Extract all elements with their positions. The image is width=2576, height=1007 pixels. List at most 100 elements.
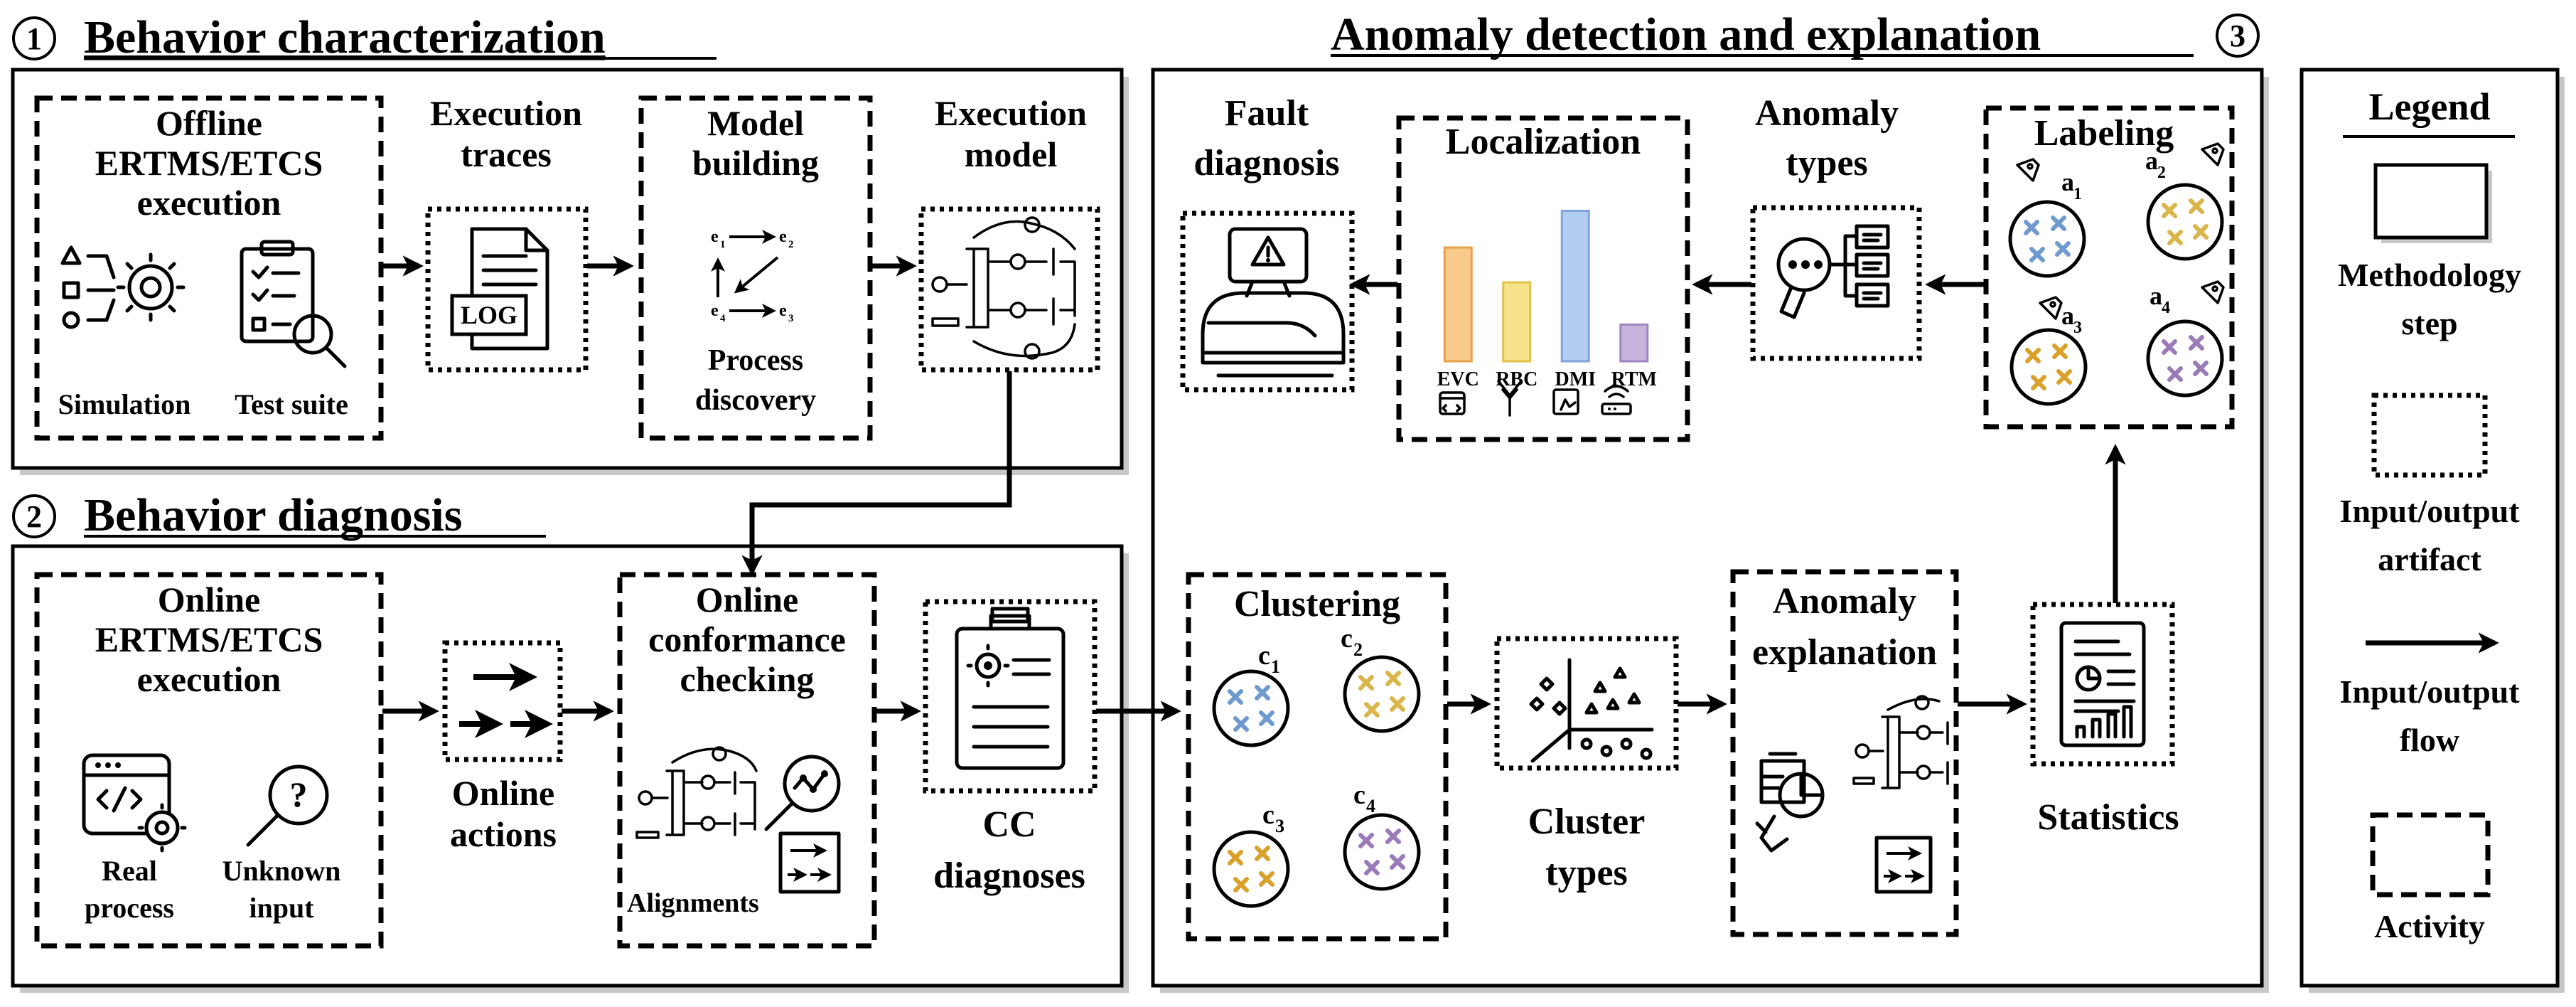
cluster-point — [1385, 828, 1401, 844]
svg-text:process: process — [85, 892, 174, 924]
legend: Legend Methodology step Input/output art… — [2338, 85, 2521, 944]
svg-text:Labeling: Labeling — [2034, 113, 2174, 154]
svg-text:discovery: discovery — [695, 384, 816, 417]
cluster-point — [1259, 710, 1274, 726]
behavior-characterization-panel — [11, 68, 1124, 470]
svg-text:Online: Online — [452, 773, 554, 813]
alignment-move-icon — [778, 831, 841, 894]
unknown-input-icon: ? — [246, 764, 329, 847]
svg-text:3: 3 — [2230, 18, 2245, 53]
svg-text:model: model — [965, 134, 1058, 174]
localization-bar-dmi — [1560, 209, 1590, 363]
cluster-point — [2052, 343, 2068, 359]
svg-text:Methodology: Methodology — [2338, 257, 2521, 293]
process-graph-icon: e 1 e 2 e 4 e 3 — [711, 228, 794, 324]
cluster-c3: c 3 — [1212, 800, 1290, 908]
unknown-input-label: Unknown — [222, 855, 341, 887]
section-2-title: 2 Behavior diagnosis — [12, 489, 546, 541]
legend-activity-box — [2370, 812, 2491, 897]
test-suite-label: Test suite — [235, 388, 348, 420]
svg-text:Online: Online — [158, 580, 260, 619]
svg-text:1: 1 — [2073, 185, 2082, 203]
cluster-point — [2193, 361, 2209, 376]
anomaly-a4: a 4 — [2146, 280, 2225, 398]
svg-text:1: 1 — [26, 21, 42, 56]
process-model-icon — [931, 216, 1076, 360]
localization-category-label: DMI — [1555, 368, 1596, 390]
svg-text:e: e — [779, 228, 787, 246]
train-warning-icon — [1201, 227, 1346, 378]
svg-text:conformance: conformance — [648, 619, 846, 659]
svg-text:building: building — [692, 143, 819, 183]
cluster-point — [2167, 230, 2183, 245]
real-process-label: Real — [102, 855, 157, 887]
svg-text:e: e — [711, 228, 719, 246]
anomaly-a1: a 1 — [2008, 158, 2086, 278]
svg-text:execution: execution — [137, 659, 281, 699]
anomaly-a3: a 3 — [2009, 296, 2088, 406]
localization-bar-evc — [1443, 246, 1473, 363]
svg-text:CC: CC — [982, 804, 1036, 845]
cluster-point — [2051, 215, 2066, 231]
cluster-point — [1385, 671, 1401, 686]
cluster-point — [2189, 198, 2204, 214]
cluster-point — [2193, 224, 2209, 240]
cluster-point — [1364, 702, 1380, 718]
svg-text:traces: traces — [461, 134, 552, 174]
clipboard-gear-icon — [955, 607, 1066, 770]
svg-text:Activity: Activity — [2374, 908, 2485, 944]
svg-text:Execution: Execution — [430, 93, 582, 133]
cluster-c4: c 4 — [1343, 780, 1421, 891]
svg-text:Execution: Execution — [935, 93, 1087, 133]
svg-text:Input/output: Input/output — [2339, 673, 2520, 710]
cluster-point — [2055, 241, 2071, 257]
cluster-point — [2031, 375, 2046, 390]
svg-text:c: c — [1258, 641, 1270, 671]
svg-text:Model: Model — [707, 103, 804, 143]
svg-text:ERTMS/ETCS: ERTMS/ETCS — [95, 619, 323, 659]
online-conformance-checking-activity: Online conformance checking Alignments — [617, 572, 877, 949]
svg-text:4: 4 — [2162, 299, 2170, 317]
online-execution-activity: Online ERTMS/ETCS execution Real process… — [34, 572, 384, 949]
svg-text:e: e — [711, 302, 719, 320]
flow-model-to-conformance — [741, 371, 1012, 576]
cluster-point — [1259, 871, 1274, 887]
scatter-plot-icon — [1529, 658, 1654, 763]
svg-text:3: 3 — [1275, 816, 1284, 836]
svg-text:Anomaly detection and explanat: Anomaly detection and explanation — [1331, 9, 2041, 60]
svg-text:Process: Process — [708, 344, 804, 377]
cluster-c1: c 1 — [1212, 641, 1290, 747]
magnifier-chart-icon — [764, 755, 841, 831]
cluster-point — [1228, 689, 1243, 705]
svg-text:3: 3 — [788, 313, 794, 324]
anomaly-a2: a 2 — [2145, 142, 2225, 261]
svg-text:a: a — [2150, 282, 2162, 310]
svg-text:?: ? — [290, 774, 308, 814]
rtm-router-icon — [1601, 385, 1632, 415]
report-chart-icon — [1755, 752, 1825, 853]
log-file-icon: LOG — [450, 227, 549, 351]
svg-text:c: c — [1353, 780, 1365, 810]
svg-text:a: a — [2061, 302, 2074, 330]
cluster-point — [2167, 366, 2183, 382]
svg-text:Statistics: Statistics — [2037, 797, 2179, 838]
explanation-model-icon — [1852, 695, 1949, 789]
cc-diagnoses-artifact: CC diagnoses — [923, 599, 1098, 896]
svg-text:ERTMS/ETCS: ERTMS/ETCS — [95, 143, 323, 183]
cluster-point — [2056, 369, 2072, 385]
svg-text:explanation: explanation — [1752, 632, 1937, 673]
section-3-title: Anomaly detection and explanation 3 — [1331, 9, 2260, 60]
simulation-icon — [60, 245, 186, 329]
anomaly-types-artifact: Anomaly types — [1750, 93, 1922, 361]
alignments-label: Alignments — [627, 888, 759, 918]
cluster-point — [1255, 685, 1270, 700]
svg-text:Clustering: Clustering — [1234, 584, 1400, 624]
svg-text:Behavior diagnosis: Behavior diagnosis — [84, 489, 462, 541]
svg-text:2: 2 — [2157, 164, 2166, 182]
svg-text:Cluster: Cluster — [1528, 801, 1646, 842]
svg-text:artifact: artifact — [2378, 541, 2481, 577]
cluster-point — [1233, 716, 1249, 732]
svg-text:2: 2 — [1353, 639, 1363, 660]
